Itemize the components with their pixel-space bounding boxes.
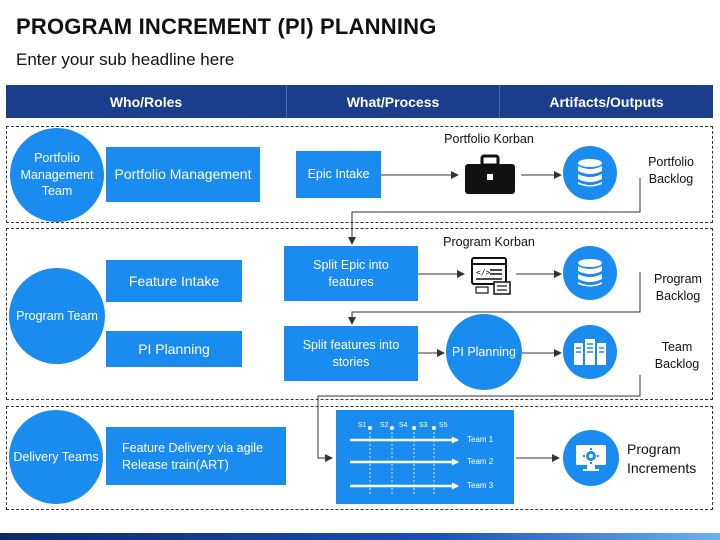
portfolio-management-team-circle: Portfolio Management Team [10, 128, 104, 222]
team-label: Team 3 [467, 481, 494, 490]
release-train-panel: S1 S2 S4 S3 S5 Team 1 Team 2 Team 3 [336, 410, 514, 504]
program-team-circle: Program Team [9, 268, 105, 364]
program-increments-monitor [563, 430, 619, 486]
portfolio-management-box: Portfolio Management [106, 147, 260, 202]
sprint-label: S4 [399, 422, 408, 429]
team-label: Team 2 [467, 457, 494, 466]
epic-intake-box: Epic Intake [296, 151, 381, 198]
sprint-label: S3 [419, 422, 428, 429]
team-label: Team 1 [467, 435, 494, 444]
sprint-label: S2 [380, 422, 389, 429]
delivery-teams-circle: Delivery Teams [9, 410, 103, 504]
bottom-accent-stripe [0, 533, 720, 540]
page-subtitle: Enter your sub headline here [16, 50, 235, 69]
server-icon [574, 339, 606, 365]
sprint-label: S1 [358, 422, 367, 429]
portfolio-backlog-database [563, 146, 617, 200]
program-backlog-database [563, 246, 617, 300]
column-header-who-roles: Who/Roles [6, 85, 287, 118]
program-kanban-label: Program Korban [443, 235, 535, 249]
portfolio-backlog-label: Portfolio Backlog [648, 155, 694, 186]
database-icon [578, 159, 602, 187]
team-backlog-label: Team Backlog [654, 340, 700, 371]
program-backlog-label: Program Backlog [654, 272, 702, 303]
column-header-what-process: What/Process [287, 85, 500, 118]
team-backlog-servers [563, 325, 617, 379]
split-features-into-stories-box: Split features into stories [284, 326, 418, 381]
column-header-artifacts-outputs: Artifacts/Outputs [549, 93, 664, 110]
pi-planning-box: PI Planning [106, 331, 242, 367]
page-title: PROGRAM INCREMENT (PI) PLANNING [16, 14, 437, 39]
database-icon [578, 259, 602, 287]
monitor-gear-icon [576, 445, 606, 471]
sprint-label: S5 [439, 422, 448, 429]
split-epic-into-features-box: Split Epic into features [284, 246, 418, 301]
portfolio-kanban-label: Portfolio Korban [444, 132, 534, 146]
pi-planning-circle: PI Planning [446, 314, 522, 390]
column-header-bar: Who/Roles What/Process Artifacts/Outputs [6, 85, 713, 118]
svg-text:</>: </> [476, 268, 491, 277]
feature-delivery-art-box: Feature Delivery via agile Release train… [106, 427, 286, 485]
program-increments-label: Program Increments [627, 441, 697, 476]
briefcase-icon [461, 154, 519, 196]
code-screen-icon: </> [468, 256, 514, 296]
feature-intake-box: Feature Intake [106, 260, 242, 302]
